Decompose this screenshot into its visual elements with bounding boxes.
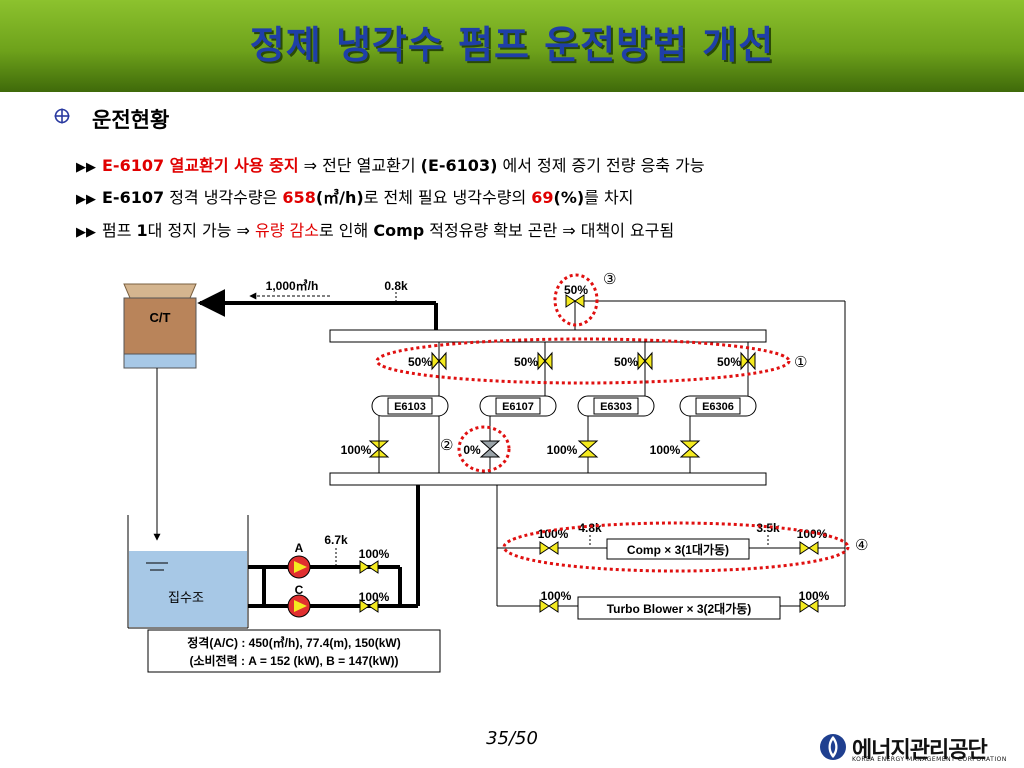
bullet-3-part-4: 유량 감소 bbox=[255, 221, 319, 240]
pump-pressure: 6.7k bbox=[324, 533, 348, 547]
turbo-left-valve bbox=[539, 599, 559, 613]
comp-left-pct: 100% bbox=[538, 527, 569, 541]
comp-right-valve bbox=[799, 541, 819, 555]
bullet-1-part-2: ⇒ 전단 열교환기 bbox=[298, 156, 421, 175]
bullet-3-part-6: Comp bbox=[373, 221, 425, 240]
circle-2-label: ② bbox=[440, 437, 453, 454]
supply-header-upper bbox=[329, 329, 767, 343]
bullet-1-part-3: (E-6103) bbox=[420, 156, 498, 175]
arrow-bullet-icon: ▶▶ bbox=[76, 160, 96, 175]
circle-4-label: ④ bbox=[855, 537, 868, 554]
cooling-tower: C/T bbox=[123, 283, 197, 369]
turbo-label: Turbo Blower × 3(2대가동) bbox=[607, 601, 752, 616]
arrow-bullet-icon: ▶▶ bbox=[76, 225, 96, 240]
turbo-right-valve bbox=[799, 599, 819, 613]
bullet-2-part-5: 로 전체 필요 냉각수량의 bbox=[363, 188, 532, 207]
exchanger-label-2: E6107 bbox=[502, 401, 534, 413]
highlight-3 bbox=[553, 273, 599, 327]
bullet-1: ▶▶ E-6107 열교환기 사용 중지 ⇒ 전단 열교환기 (E-6103) 에… bbox=[76, 152, 705, 176]
circle-1-label: ① bbox=[794, 354, 807, 371]
exchanger-label-1: E6103 bbox=[394, 401, 426, 413]
bullet-1-part-4: 에서 정제 증기 전량 응축 가능 bbox=[497, 156, 705, 175]
lower-valve-pct-4: 100% bbox=[650, 443, 681, 457]
ct-label: C/T bbox=[150, 310, 171, 325]
highlight-2 bbox=[457, 425, 511, 473]
exchanger-label-3: E6303 bbox=[600, 401, 632, 413]
tank-label: 집수조 bbox=[168, 590, 204, 605]
comp-left-valve bbox=[539, 541, 559, 555]
pump-a-valve bbox=[359, 560, 379, 574]
slide-title: 정제 냉각수 펌프 운전방법 개선 bbox=[249, 23, 775, 67]
turbo-box bbox=[577, 596, 781, 620]
rating-line-1: 정격(A/C) : 450(㎥/h), 77.4(m), 150(kW) bbox=[187, 635, 400, 650]
bullet-2: ▶▶E-6107 정격 냉각수량은 658(㎥/h)로 전체 필요 냉각수량의 … bbox=[76, 184, 633, 208]
exchanger-label-4: E6306 bbox=[702, 401, 734, 413]
pump-a-valve-pct: 100% bbox=[359, 547, 390, 561]
lower-valve-pct-3: 100% bbox=[547, 443, 578, 457]
bullet-1-part-1: E-6107 열교환기 사용 중지 bbox=[102, 156, 299, 175]
bullet-2-part-3: 658 bbox=[282, 188, 316, 207]
pump-a-label: A bbox=[295, 541, 304, 555]
exchanger-branch-3 bbox=[577, 342, 655, 473]
upper-valve-pct-4: 50% bbox=[717, 355, 741, 369]
bullet-2-part-7: (%) bbox=[553, 188, 585, 207]
top-valve-pct: 50% bbox=[564, 283, 588, 297]
bullet-2-part-4: (㎥/h) bbox=[315, 188, 364, 207]
pressure-top: 0.8k bbox=[384, 279, 408, 293]
collection-tank bbox=[127, 515, 249, 629]
page-number: 35/50 bbox=[486, 728, 538, 749]
section-title: 운전현황 bbox=[92, 108, 170, 132]
exchanger-branch-4 bbox=[679, 342, 757, 473]
comp-right-pct: 100% bbox=[797, 527, 828, 541]
bullet-2-part-2: 정격 냉각수량은 bbox=[164, 188, 283, 207]
title-banner: 정제 냉각수 펌프 운전방법 개선 bbox=[0, 0, 1024, 92]
target-bullet-icon bbox=[54, 108, 70, 124]
company-logo: 에너지관리공단 KOREA ENERGY MANAGEMENT CORPORAT… bbox=[818, 732, 1018, 764]
pump-c-valve bbox=[359, 599, 379, 613]
logo-subtext: KOREA ENERGY MANAGEMENT CORPORATION bbox=[852, 756, 1007, 763]
turbo-left-pct: 100% bbox=[541, 589, 572, 603]
pump-c-label: C bbox=[295, 583, 304, 597]
exchanger-branch-2 bbox=[479, 342, 557, 473]
upper-valve-pct-1: 50% bbox=[408, 355, 432, 369]
bullet-2-part-8: 를 차지 bbox=[584, 188, 634, 207]
bullet-3-part-7: 적정유량 확보 곤란 ⇒ 대책이 요구됨 bbox=[424, 221, 675, 240]
upper-valve-pct-3: 50% bbox=[614, 355, 638, 369]
logo-text: 에너지관리공단 bbox=[852, 738, 988, 763]
bullet-3-part-5: 로 인해 bbox=[319, 221, 374, 240]
lower-valve-pct-2: 0% bbox=[463, 443, 481, 457]
comp-box bbox=[606, 538, 750, 560]
circle-3-label: ③ bbox=[603, 271, 616, 288]
comp-left-pressure: 4.8k bbox=[578, 521, 602, 535]
rating-box bbox=[147, 629, 441, 673]
comp-right-pressure: 3.5k bbox=[756, 521, 780, 535]
highlight-1 bbox=[375, 337, 791, 385]
highlight-4 bbox=[502, 521, 850, 573]
lower-valve-pct-1: 100% bbox=[341, 443, 372, 457]
bullet-3-part-2: 1 bbox=[136, 221, 148, 240]
supply-header-lower bbox=[329, 472, 767, 486]
top-valve bbox=[565, 294, 585, 308]
comp-label: Comp × 3(1대가동) bbox=[627, 542, 729, 557]
upper-valve-pct-2: 50% bbox=[514, 355, 538, 369]
bullet-2-part-6: 69 bbox=[531, 188, 554, 207]
rating-line-2: (소비전력 : A = 152 (kW), B = 147(kW)) bbox=[189, 653, 398, 668]
bullet-2-part-1: E-6107 bbox=[102, 188, 165, 207]
bullet-3-part-1: 펌프 bbox=[102, 221, 137, 240]
pump-c-valve-pct: 100% bbox=[359, 590, 390, 604]
turbo-right-pct: 100% bbox=[799, 589, 830, 603]
bullet-3: ▶▶ 펌프 1대 정지 가능 ⇒ 유량 감소로 인해 Comp 적정유량 확보 곤… bbox=[76, 217, 674, 241]
logo-emblem-icon bbox=[820, 734, 846, 760]
flow-label: 1,000㎥/h bbox=[266, 278, 319, 293]
bullet-3-part-3: 대 정지 가능 ⇒ bbox=[147, 221, 256, 240]
arrow-bullet-icon: ▶▶ bbox=[76, 192, 96, 207]
